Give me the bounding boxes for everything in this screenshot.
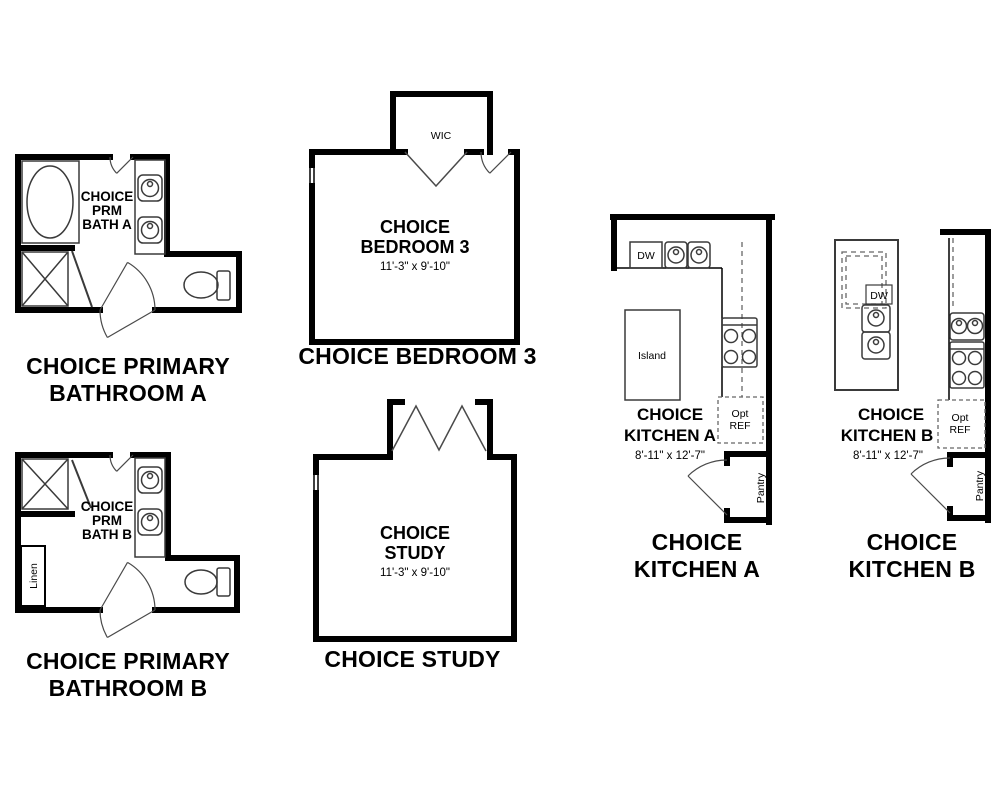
pantry: Pantry [687, 459, 767, 516]
kitchen-a-title-line2: KITCHEN A [633, 556, 761, 582]
island: Island [624, 309, 681, 401]
entry-door-swing [480, 151, 512, 174]
study-walls [313, 399, 517, 642]
kitchen-a-dw-label: DW [637, 250, 655, 262]
window [309, 165, 315, 186]
study-room-label-1: CHOICE [380, 523, 450, 543]
kitchen-b-dw-label: DW [870, 290, 888, 302]
wic-label: WIC [431, 130, 452, 142]
kitchen-a-pantry-label: Pantry [755, 472, 767, 503]
kitchen-a-island-label: Island [638, 350, 666, 362]
bathroom-b-room-label-2: PRM [92, 513, 122, 528]
linen-closet: Linen [20, 545, 46, 607]
door-swings [99, 156, 156, 339]
bathroom-a-room-label-1: CHOICE [81, 189, 134, 204]
window [313, 472, 319, 493]
bathtub [21, 160, 80, 244]
bedroom-3-title-line1: CHOICE BEDROOM 3 [298, 343, 537, 369]
kitchen-a-dimensions: 8'-11" x 12'-7" [635, 450, 705, 462]
kitchen-b-room-label-2: KITCHEN B [841, 426, 934, 445]
bathroom-a-floorplan: CHOICE PRM BATH A [15, 154, 242, 339]
range-stove [721, 317, 758, 368]
linen-label: Linen [28, 563, 40, 589]
kitchen-sink [949, 312, 985, 341]
kitchen-a-walls [610, 214, 775, 525]
kitchen-b-pantry-label: Pantry [974, 470, 986, 501]
bedroom-3-title: CHOICE BEDROOM 3 [280, 343, 555, 370]
door-swings [99, 454, 156, 639]
island-sink [861, 304, 891, 360]
pantry-door-swing [687, 459, 728, 516]
range-stove [949, 341, 985, 389]
kitchen-a-ref-label-2: REF [730, 420, 751, 432]
kitchen-b-room-label-1: CHOICE [858, 405, 924, 424]
double-doors [391, 404, 487, 452]
bedroom-3-walls [309, 91, 520, 345]
bathroom-b-room-label-3: BATH B [82, 527, 132, 542]
study-dimensions: 11'-3" x 9'-10" [380, 567, 450, 579]
kitchen-b-title: CHOICE KITCHEN B [822, 529, 1000, 583]
kitchen-b-title-line2: KITCHEN B [848, 556, 976, 582]
kitchen-b-ref-label-1: Opt [952, 412, 969, 424]
kitchen-a-floorplan: DW Island Opt REF Pantry [610, 214, 775, 525]
bathroom-a-title-line1: CHOICE PRIMARY [26, 353, 230, 379]
kitchen-a-title-line1: CHOICE [651, 529, 743, 555]
bathroom-a-title-line2: BATHROOM A [49, 380, 207, 406]
bathroom-b-title-line1: CHOICE PRIMARY [26, 648, 230, 674]
kitchen-b-ref-label-2: REF [950, 424, 971, 436]
bedroom-3-dimensions: 11'-3" x 9'-10" [380, 261, 450, 273]
bathroom-b-walls [15, 452, 240, 613]
bathroom-b-floorplan: Linen CHOICE PRM BATH B [15, 452, 240, 639]
pantry: Pantry [910, 457, 986, 514]
toilet [184, 567, 231, 597]
study-title: CHOICE STUDY [300, 646, 525, 673]
study-floorplan: CHOICE STUDY 11'-3" x 9'-10" [313, 399, 517, 642]
bathroom-b-title: CHOICE PRIMARY BATHROOM B [8, 648, 248, 702]
kitchen-sink [664, 241, 711, 269]
kitchen-a-ref-label-1: Opt [732, 408, 749, 420]
kitchen-a-room-label-1: CHOICE [637, 405, 703, 424]
island: DW [834, 239, 899, 391]
dishwasher: DW [629, 241, 663, 269]
optional-refrigerator: Opt REF [937, 399, 986, 449]
toilet [183, 270, 231, 301]
shower [21, 458, 92, 510]
kitchen-b-dimensions: 8'-11" x 12'-7" [853, 450, 923, 462]
study-title-line1: CHOICE STUDY [324, 646, 501, 672]
kitchen-b-title-line1: CHOICE [866, 529, 958, 555]
wic-door [404, 151, 468, 188]
optional-refrigerator: Opt REF [717, 396, 764, 444]
kitchen-b-floorplan: DW Opt REF Pantry [834, 229, 991, 523]
shower [21, 250, 93, 308]
vanity-double-sink [134, 159, 166, 255]
kitchen-a-title: CHOICE KITCHEN A [607, 529, 787, 583]
bedroom-3-room-label-1: CHOICE [380, 217, 450, 237]
study-room-label-2: STUDY [384, 543, 445, 563]
bathroom-a-walls [15, 154, 242, 313]
vanity-double-sink [134, 457, 166, 558]
bathroom-a-room-label-3: BATH A [82, 217, 132, 232]
pantry-door-swing [910, 457, 951, 514]
bathroom-b-room-label-1: CHOICE [81, 499, 134, 514]
bathroom-a-title: CHOICE PRIMARY BATHROOM A [8, 353, 248, 407]
countertops [614, 267, 723, 397]
kitchen-b-walls [940, 229, 991, 523]
bedroom-3-room-label-2: BEDROOM 3 [360, 237, 469, 257]
bathroom-b-title-line2: BATHROOM B [48, 675, 208, 701]
upper-cabinet-dashed [841, 238, 954, 310]
kitchen-a-room-label-2: KITCHEN A [624, 426, 716, 445]
bedroom-3-floorplan: WIC CHOICE BEDROOM 3 11'-3" x 9'-10" [309, 91, 520, 345]
bathroom-a-room-label-2: PRM [92, 203, 122, 218]
